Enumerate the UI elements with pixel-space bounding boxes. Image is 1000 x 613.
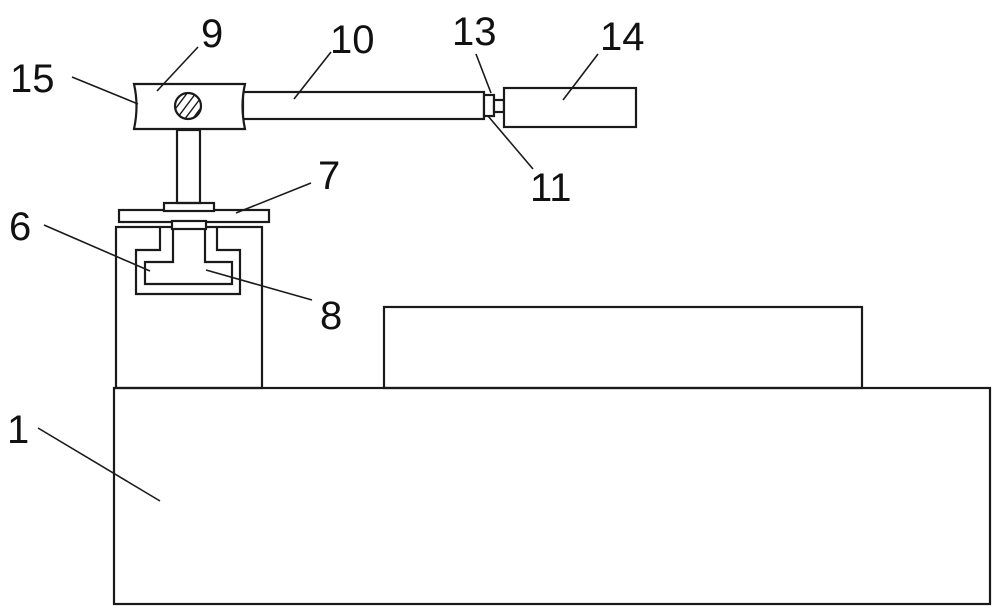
callout-6: 6 [9,205,31,249]
leader-7 [235,182,312,214]
leader-14 [562,53,599,101]
t-slider [143,227,234,286]
callout-13: 13 [452,10,497,54]
callout-8: 8 [320,294,342,338]
leader-11 [487,115,534,170]
leader-10 [293,51,332,100]
callout-15: 15 [10,57,55,101]
callout-10: 10 [330,18,375,62]
horizontal-arm [241,90,486,121]
t-slot-channel [134,227,242,296]
leader-15 [71,76,139,105]
leader-1 [37,427,161,502]
workpiece-block [382,305,864,390]
joint-connector [492,98,506,114]
joint-collar [482,93,496,118]
callout-9: 9 [201,12,223,56]
leader-13 [475,53,492,94]
plate-stem [170,219,208,231]
leader-8 [205,269,313,301]
leader-6 [43,224,151,272]
leader-9 [156,46,199,92]
plate-hub [162,201,216,213]
callout-7: 7 [318,154,340,198]
support-post [175,128,202,205]
base-block [112,386,992,606]
callout-1: 1 [7,408,29,452]
callout-14: 14 [600,15,645,59]
tool-head [502,86,638,129]
callout-11: 11 [530,166,572,210]
